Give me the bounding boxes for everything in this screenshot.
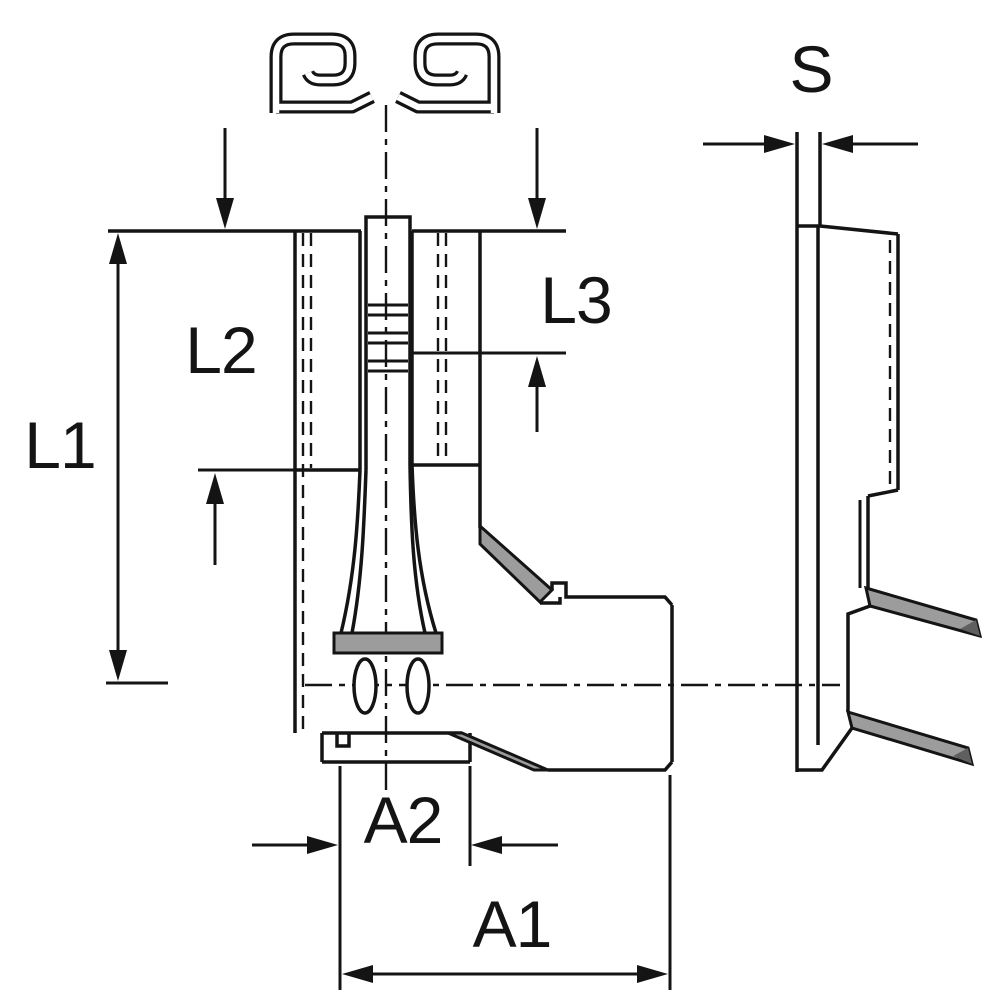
wire-serrations [368,303,408,373]
label-l3: L3 [540,263,611,337]
label-a2: A2 [364,783,443,857]
crimp-cross-section-view [269,32,501,114]
bottom-joint-band [447,731,549,772]
solder-leg-upper-tip [960,620,980,636]
label-a1: A1 [473,887,552,961]
contact-dimple-right [405,657,431,715]
label-l2: L2 [185,313,256,387]
front-view [108,215,674,772]
solder-leg-lower-tip [953,748,972,764]
dim-a2: A2 [252,766,558,990]
dim-top-left-arrow [216,128,234,229]
mouth-band [332,631,444,655]
tab-bend-band [478,522,555,605]
dim-l3: L3 [413,263,613,432]
contact-dimple-left [352,657,378,715]
dim-l1: L1 [24,233,168,685]
label-s: S [789,32,832,106]
dim-l2: L2 [185,313,295,565]
dim-s: S [703,32,918,153]
centerlines [305,105,840,795]
side-view [795,132,983,772]
dim-a1: A1 [342,775,672,990]
dim-top-right-arrow [528,128,546,229]
label-l1: L1 [24,408,95,482]
solder-leg-lower [845,709,975,767]
